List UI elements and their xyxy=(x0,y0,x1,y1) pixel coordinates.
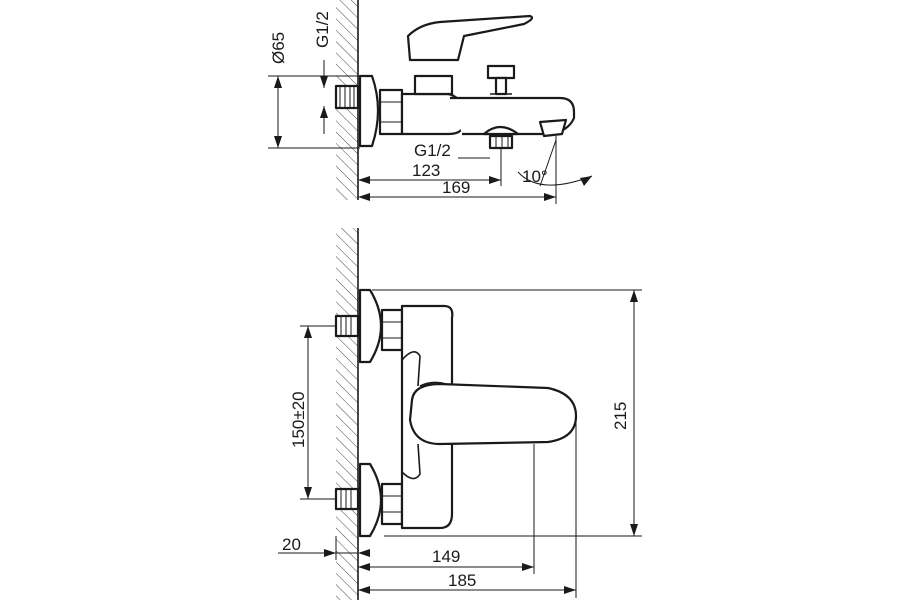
angle-label: 10° xyxy=(522,167,548,186)
diameter-label: Ø65 xyxy=(269,32,288,64)
body-inner-curve xyxy=(401,351,421,387)
pipe-thread-lower xyxy=(334,487,360,511)
rosette-lower xyxy=(358,462,382,538)
lever-front xyxy=(408,382,578,446)
spout-outlet xyxy=(538,118,568,138)
thread-label-top: G1/2 xyxy=(313,11,332,48)
pipe-thread-upper xyxy=(334,314,360,338)
dim-149-label: 149 xyxy=(432,547,460,566)
connector-nut-side xyxy=(378,88,404,136)
dim-169-label: 169 xyxy=(442,178,470,197)
body-neck-side xyxy=(413,74,454,96)
shower-outlet-thread xyxy=(488,134,514,150)
wall-hatch-bottom xyxy=(336,228,358,600)
lever-side xyxy=(406,14,534,62)
dim-centers-label: 150±20 xyxy=(289,391,308,448)
dim-20-label: 20 xyxy=(282,535,301,554)
dim-185-label: 185 xyxy=(448,571,476,590)
rosette-upper xyxy=(358,288,382,364)
dim-123-label: 123 xyxy=(412,161,440,180)
connector-nut-lower xyxy=(380,482,404,526)
dim-215-label: 215 xyxy=(611,402,630,430)
side-view: Ø65 G1/2 G1/2 123 169 10° xyxy=(268,0,593,204)
rosette-side xyxy=(358,74,380,148)
connector-nut-upper xyxy=(380,308,404,352)
front-view: 215 150±20 20 149 185 xyxy=(278,228,642,600)
shower-outlet xyxy=(482,125,520,136)
pipe-thread-side xyxy=(334,84,360,110)
thread-label-bottom: G1/2 xyxy=(414,141,451,160)
diverter-knob xyxy=(486,64,516,80)
